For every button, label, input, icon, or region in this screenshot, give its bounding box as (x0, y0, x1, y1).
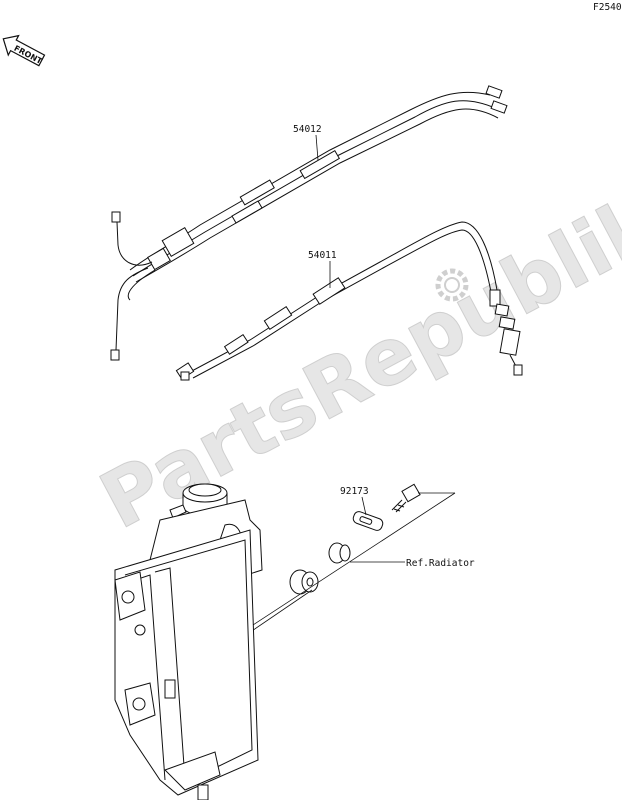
gear-logo-icon (435, 268, 469, 302)
reference-label: Ref.Radiator (406, 558, 475, 569)
part-number-54012: 54012 (293, 124, 322, 135)
part-number-92173: 92173 (340, 486, 369, 497)
part-number-54011: 54011 (308, 250, 337, 261)
leader-92173 (361, 496, 367, 516)
leader-54012 (315, 134, 319, 161)
clip-92173 (352, 511, 384, 531)
radiator (114, 483, 263, 800)
figure-code: F2540 (593, 2, 622, 13)
bolt (391, 483, 421, 513)
grommet-small (328, 542, 351, 564)
throttle-cable (110, 85, 508, 361)
choke-cable (175, 221, 523, 381)
front-arrow-icon: FRONT (2, 34, 46, 67)
grommet-large (289, 569, 319, 595)
